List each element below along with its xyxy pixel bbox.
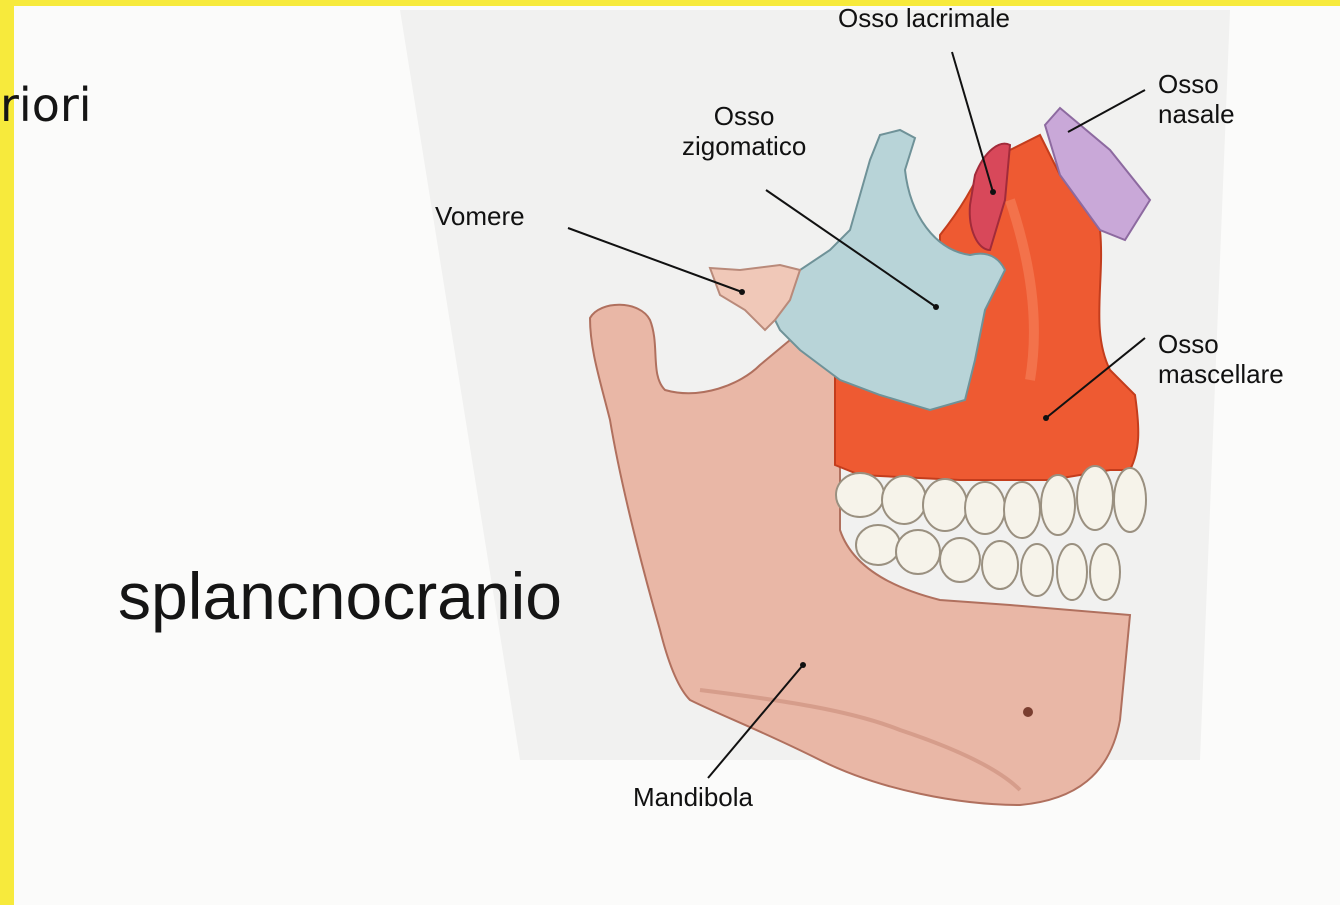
label-vomere: Vomere	[435, 202, 525, 232]
upper-tooth	[1004, 482, 1040, 538]
upper-tooth	[836, 473, 884, 517]
mental-foramen	[1023, 707, 1033, 717]
label-osso-zigomatico-line2: zigomatico	[682, 132, 806, 162]
leader-dot	[739, 289, 745, 295]
label-osso-mascellare: Osso mascellare	[1158, 330, 1284, 390]
label-osso-zigomatico: Osso zigomatico	[682, 102, 806, 162]
label-osso-lacrimale: Osso lacrimale	[838, 4, 1010, 34]
label-osso-mascellare-line1: Osso	[1158, 330, 1284, 360]
label-mandibola: Mandibola	[633, 783, 753, 813]
label-osso-nasale-line1: Osso	[1158, 70, 1235, 100]
lower-tooth	[1090, 544, 1120, 600]
label-osso-mascellare-line2: mascellare	[1158, 360, 1284, 390]
leader-dot	[800, 662, 806, 668]
lower-tooth	[982, 541, 1018, 589]
lower-tooth	[940, 538, 980, 582]
slide-title: splancnocranio	[118, 558, 562, 634]
leader-dot	[990, 189, 996, 195]
lower-tooth	[1021, 544, 1053, 596]
leader-dot	[933, 304, 939, 310]
upper-tooth	[882, 476, 926, 524]
upper-tooth	[923, 479, 967, 531]
leader-dot	[1043, 415, 1049, 421]
lower-tooth	[856, 525, 900, 565]
upper-tooth	[965, 482, 1005, 534]
lower-tooth	[1057, 544, 1087, 600]
lower-tooth	[896, 530, 940, 574]
label-osso-zigomatico-line1: Osso	[682, 102, 806, 132]
label-osso-nasale: Osso nasale	[1158, 70, 1235, 130]
upper-tooth	[1041, 475, 1075, 535]
partial-slide-title: riori	[0, 78, 92, 132]
upper-tooth	[1077, 466, 1113, 530]
label-osso-nasale-line2: nasale	[1158, 100, 1235, 130]
upper-tooth	[1114, 468, 1146, 532]
